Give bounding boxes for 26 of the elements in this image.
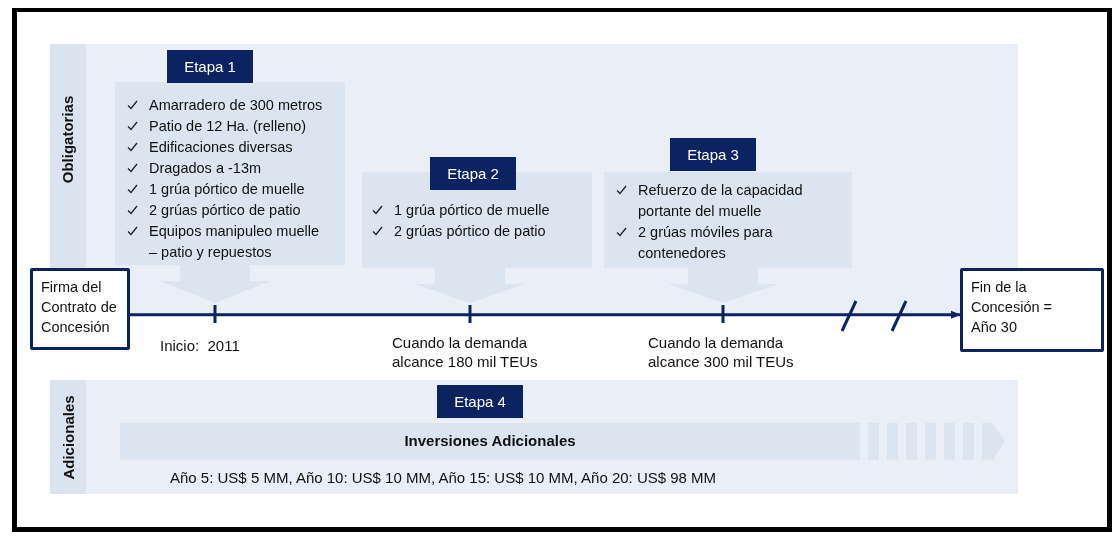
stage-box xyxy=(115,82,345,265)
band-label: Adicionales xyxy=(59,394,77,480)
milestone-box: Firma del Contrato de Concesión xyxy=(30,268,130,350)
list-item: 2 grúas pórtico de patio xyxy=(394,223,546,239)
list-item: Equipos manipuleo muelle – patio y repuestos xyxy=(149,223,320,260)
list-item: 1 grúa pórtico de muelle xyxy=(149,181,305,197)
list-item: 2 grúas móviles para contenedores xyxy=(638,224,773,261)
amounts-note: Año 5: US$ 5 MM, Año 10: US$ 10 MM, Año 15: US$ 10 MM, Año 20: US$ 98 MM xyxy=(170,468,717,487)
stage-tag: Etapa 2 xyxy=(430,157,516,190)
stage-tag: Etapa 4 xyxy=(437,385,523,418)
milestone-label: Cuando la demanda alcance 180 mil TEUs xyxy=(392,333,539,371)
list-item: Refuerzo de la capacidad portante del muelle xyxy=(638,182,803,219)
list-item: Edificaciones diversas xyxy=(149,139,293,155)
stage-tag: Etapa 1 xyxy=(167,50,253,83)
band-label: Obligatorias xyxy=(59,95,77,183)
milestone-box: Fin de la Concesión = Año 30 xyxy=(960,268,1104,352)
timeline-arrow xyxy=(130,310,961,319)
list-item: Dragados a -13m xyxy=(149,160,262,176)
list-item: Amarradero de 300 metros xyxy=(149,97,323,113)
milestone-label: Cuando la demanda alcance 300 mil TEUs xyxy=(648,333,795,371)
milestone-label: Inicio: 2011 xyxy=(160,336,241,355)
list-item: 1 grúa pórtico de muelle xyxy=(394,202,550,218)
stage-box xyxy=(604,172,852,268)
list-item: 2 grúas pórtico de patio xyxy=(149,202,301,218)
stage-tag: Etapa 3 xyxy=(670,138,756,171)
list-item: Patio de 12 Ha. (relleno) xyxy=(149,118,307,134)
